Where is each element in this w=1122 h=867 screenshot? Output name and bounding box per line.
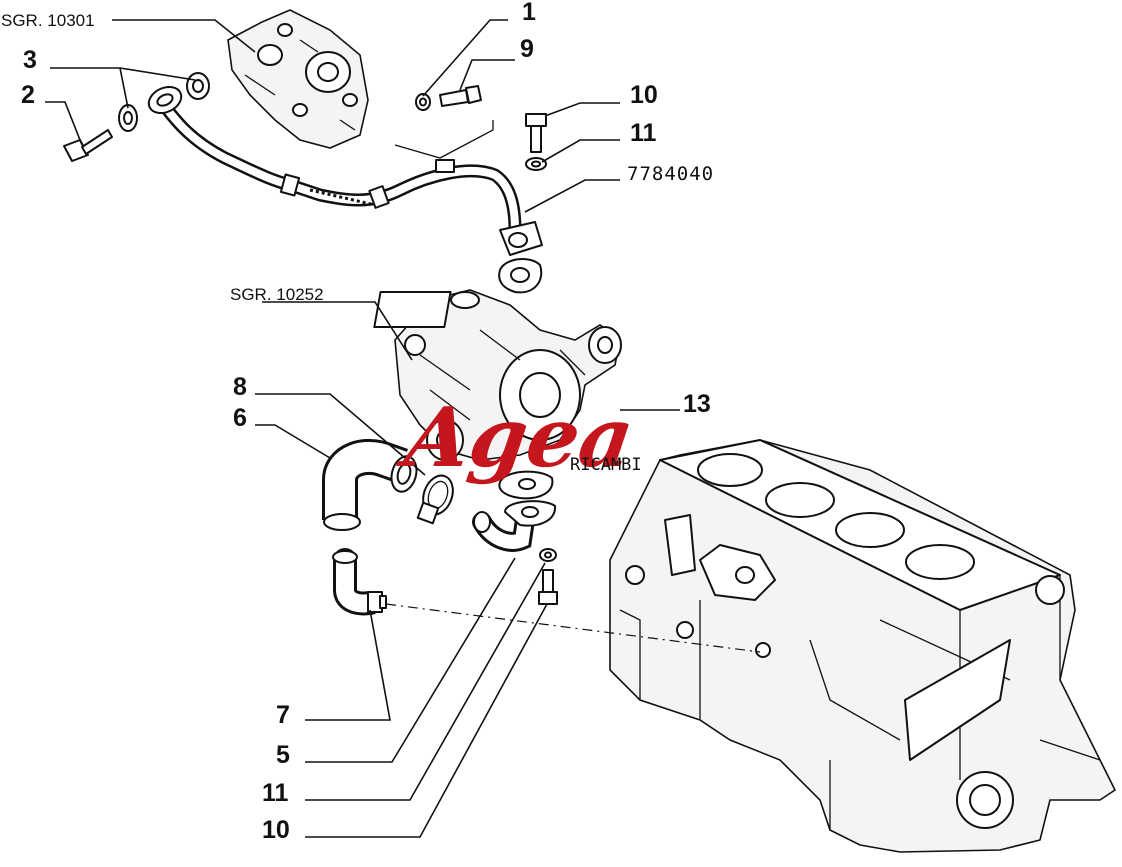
assembly-line: [385, 603, 761, 653]
callout-13: 13: [683, 390, 711, 418]
gasket-icon: [498, 258, 543, 294]
callout-9: 9: [520, 35, 534, 63]
washer-icon: [539, 548, 557, 562]
callout-1: 1: [522, 0, 536, 26]
callout-7: 7: [276, 701, 290, 729]
callout-5: 5: [276, 741, 290, 769]
washer-icon: [525, 157, 547, 171]
callout-3: 3: [23, 46, 37, 74]
oil-feed-pipe-icon: [147, 85, 543, 256]
callout-2: 2: [21, 81, 35, 109]
callout-6: 6: [233, 404, 247, 432]
oil-return-pipe-icon: [472, 500, 557, 552]
bracket-line: [394, 120, 494, 159]
logo-text: Agea: [393, 390, 640, 486]
hose-clamp-icon: [416, 474, 454, 525]
water-pump-icon: [227, 9, 369, 149]
callout-10-lower: 10: [262, 816, 290, 844]
engine-block-icon: [609, 439, 1117, 853]
agea-logo: Agea RICAMBI: [393, 390, 642, 486]
bolt-icon: [63, 129, 113, 162]
bolt-icon: [439, 85, 482, 107]
turbocharger-icon: [373, 289, 622, 461]
callout-11-upper: 11: [630, 119, 657, 147]
callout-8: 8: [233, 373, 247, 401]
bolt-icon: [538, 569, 558, 605]
gasket-icon: [498, 470, 554, 500]
leader-lines: [45, 19, 680, 838]
elbow-fitting-icon: [332, 548, 387, 616]
ref-label-turbocharger: SGR. 10252: [230, 285, 324, 304]
callout-10-upper: 10: [630, 81, 658, 109]
logo-subtitle: RICAMBI: [570, 455, 642, 475]
callout-11-lower: 11: [262, 779, 289, 807]
washer-icon: [415, 93, 431, 111]
bolt-icon: [525, 113, 547, 153]
oil-return-hose-icon: [322, 439, 418, 531]
ref-label-water-pump: SGR. 10301: [1, 11, 95, 30]
part-number-oil-pipe: 7784040: [627, 163, 714, 185]
